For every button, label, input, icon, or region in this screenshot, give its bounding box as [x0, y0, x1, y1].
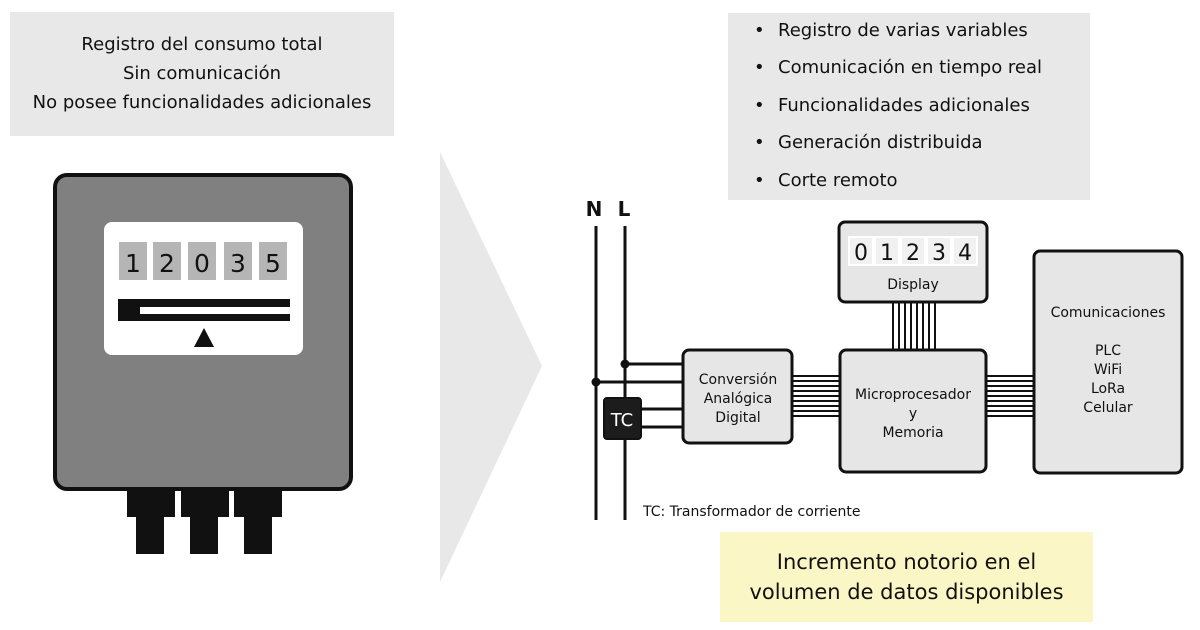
cable-left [136, 517, 164, 554]
counter-digit: 5 [265, 249, 281, 278]
counter-digit: 2 [159, 249, 175, 278]
smart-feature-remote-cut: Corte remoto [754, 170, 1090, 191]
adc-label-line: Conversión [699, 372, 778, 388]
counter-cell [224, 242, 252, 280]
adc-label-line: Analógica [704, 391, 773, 407]
smart-feature-extra-functions: Funcionalidades adicionales [754, 95, 1090, 116]
legacy-feature-no-extra-functions: No posee funcionalidades adicionales [32, 92, 372, 113]
adc-cpu-bus [792, 375, 840, 417]
counter-digit: 1 [125, 249, 141, 278]
display-digit: 0 [854, 241, 868, 266]
counter-cell [153, 242, 181, 280]
terminal-block-middle [181, 487, 229, 517]
counter-digit: 0 [194, 249, 210, 278]
cpu-label-line: y [909, 406, 917, 422]
comm-option-cellular: Celular [1083, 400, 1133, 416]
smart-features-panel: Registro de varias variables Comunicació… [728, 13, 1090, 200]
cable-right [244, 517, 272, 554]
legacy-feature-total-consumption: Registro del consumo total [81, 34, 323, 55]
display-cpu-bus [892, 302, 936, 351]
display-cell [954, 238, 976, 264]
adc-block [681, 348, 794, 445]
current-transformer-label: TC [610, 410, 634, 431]
counter-cell [259, 242, 287, 280]
display-cell [876, 238, 898, 264]
smart-feature-distributed-generation: Generación distribuida [754, 133, 1090, 154]
cpu-comms-bus [985, 375, 1035, 417]
communications-block [1032, 249, 1184, 475]
legacy-features-panel: Registro del consumo total Sin comunicac… [10, 12, 394, 136]
display-cell [928, 238, 950, 264]
live-line-label: L [618, 197, 631, 221]
smart-meter-block-diagram: N L TC [586, 197, 1184, 520]
comm-option-lora: LoRa [1091, 381, 1125, 397]
tc-footnote: TC: Transformador de corriente [642, 504, 861, 520]
comm-option-plc: PLC [1095, 343, 1121, 359]
terminal-block-right [234, 487, 282, 517]
smart-feature-realtime-comm: Comunicación en tiempo real [754, 58, 1090, 79]
smart-feature-multi-variable: Registro de varias variables [754, 21, 1090, 42]
legacy-feature-no-communication: Sin comunicación [122, 63, 282, 84]
display-digit: 3 [932, 241, 946, 266]
display-digit: 2 [906, 241, 920, 266]
counter-digit: 3 [230, 249, 246, 278]
conclusion-line-1: Incremento notorio en el [776, 550, 1037, 574]
display-digit: 1 [880, 241, 894, 266]
display-digit: 4 [958, 241, 972, 266]
display-label: Display [887, 277, 939, 293]
terminal-block-left [127, 487, 175, 517]
adc-label-line: Digital [715, 410, 760, 426]
cpu-label-line: Microprocesador [855, 387, 971, 403]
display-cell [850, 238, 872, 264]
conclusion-line-2: volumen de datos disponibles [749, 580, 1064, 604]
rotor-disc-slot [140, 307, 290, 314]
cable-middle [190, 517, 218, 554]
cpu-label-line: Memoria [882, 425, 943, 441]
counter-cell [119, 242, 147, 280]
display-cell [902, 238, 924, 264]
conclusion-highlight: Incremento notorio en el volumen de dato… [720, 532, 1093, 622]
comm-option-wifi: WiFi [1094, 362, 1122, 378]
transition-arrow-icon [440, 152, 542, 582]
cpu-block [838, 348, 988, 474]
neutral-line-label: N [586, 197, 603, 221]
legacy-meter-illustration: 1 2 0 3 5 [53, 173, 353, 554]
pointer-triangle-icon [194, 328, 214, 347]
counter-cell [188, 242, 216, 280]
communications-title: Comunicaciones [1051, 305, 1166, 321]
current-transformer-block [603, 397, 642, 440]
